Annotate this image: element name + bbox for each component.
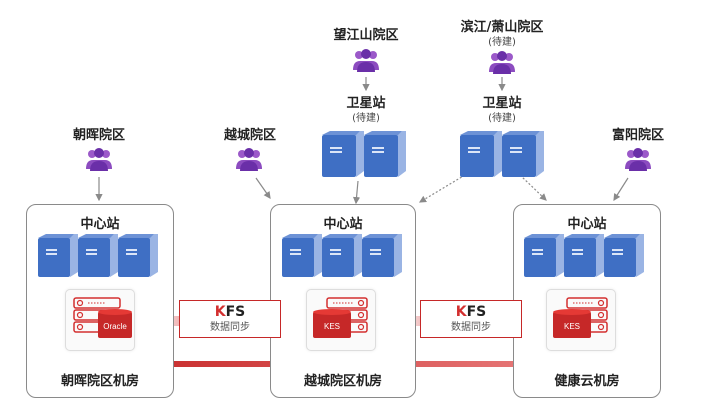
server-icon — [524, 234, 564, 277]
server-icon — [118, 234, 158, 277]
site-label-wangjiangshan: 望江山院区 — [333, 28, 399, 43]
db-type-label: KES — [564, 322, 580, 331]
server-icon — [78, 234, 118, 277]
kfs-subtitle: 数据同步 — [210, 322, 250, 333]
server-icon — [282, 234, 322, 277]
users-icon-chaohui — [86, 148, 112, 171]
center-servers-chaohui — [38, 234, 158, 277]
center-servers-yuecheng — [282, 234, 402, 277]
users-icon — [625, 148, 651, 171]
datacenter-name: 越城院区机房 — [303, 374, 382, 389]
database-server-icon: Oracle — [73, 297, 132, 338]
server-icon — [364, 131, 406, 177]
database-server-icon: KES — [553, 297, 608, 338]
db-card-health-cloud: KES — [546, 289, 616, 351]
arrow-yuecheng-to-center — [255, 177, 271, 199]
users-icon — [353, 49, 379, 72]
kfs-subtitle: 数据同步 — [451, 322, 491, 333]
users-icon-fuyang — [625, 148, 651, 171]
center-servers-health-cloud — [524, 234, 644, 277]
users-icon-wangjiangshan — [353, 49, 379, 72]
server-icon — [604, 234, 644, 277]
satellite-2-servers — [460, 131, 544, 177]
datacenter-title: 中心站 — [323, 217, 363, 232]
users-icon-binjiang — [489, 51, 515, 74]
db-type-label: KES — [324, 322, 340, 331]
datacenter-name: 朝晖院区机房 — [60, 374, 139, 389]
satellite-1-label: 卫星站 — [346, 96, 386, 111]
db-type-label: Oracle — [103, 322, 127, 331]
site-status-binjiang-xiaoshan: (待建) — [488, 37, 516, 48]
server-icon — [322, 234, 362, 277]
kfs-sync-box-1: KFS 数据同步 — [179, 300, 281, 338]
server-icon — [502, 131, 544, 177]
users-icon — [236, 148, 262, 171]
satellite-2-status: (待建) — [488, 113, 516, 124]
satellite-1-status: (待建) — [352, 113, 380, 124]
server-icon — [362, 234, 402, 277]
datacenter-title: 中心站 — [567, 217, 607, 232]
site-label-yuecheng: 越城院区 — [223, 128, 277, 143]
db-card-yuecheng: KES — [306, 289, 376, 351]
arrow-satellite2-to-yuecheng — [418, 174, 466, 203]
satellite-1-servers — [322, 131, 406, 177]
arrow-fuyang-to-center — [613, 177, 629, 202]
site-label-binjiang-xiaoshan: 滨江/萧山院区 — [460, 20, 544, 35]
site-label-fuyang: 富阳院区 — [611, 128, 665, 143]
satellite-2-label: 卫星站 — [482, 96, 522, 111]
users-icon — [86, 148, 112, 171]
db-card-chaohui: Oracle — [65, 289, 135, 351]
server-icon — [38, 234, 78, 277]
datacenter-name: 健康云机房 — [554, 374, 620, 389]
arrow-satellite1-to-center — [352, 180, 361, 205]
server-icon — [322, 131, 364, 177]
kfs-title: KFS — [455, 304, 487, 320]
server-icon — [564, 234, 604, 277]
kfs-sync-box-2: KFS 数据同步 — [420, 300, 522, 338]
kfs-title: KFS — [214, 304, 246, 320]
site-label-chaohui: 朝晖院区 — [72, 128, 126, 143]
users-icon-yuecheng — [236, 148, 262, 171]
users-icon — [489, 51, 515, 74]
datacenter-title: 中心站 — [80, 217, 120, 232]
database-server-icon: KES — [313, 297, 368, 338]
server-icon — [460, 131, 502, 177]
